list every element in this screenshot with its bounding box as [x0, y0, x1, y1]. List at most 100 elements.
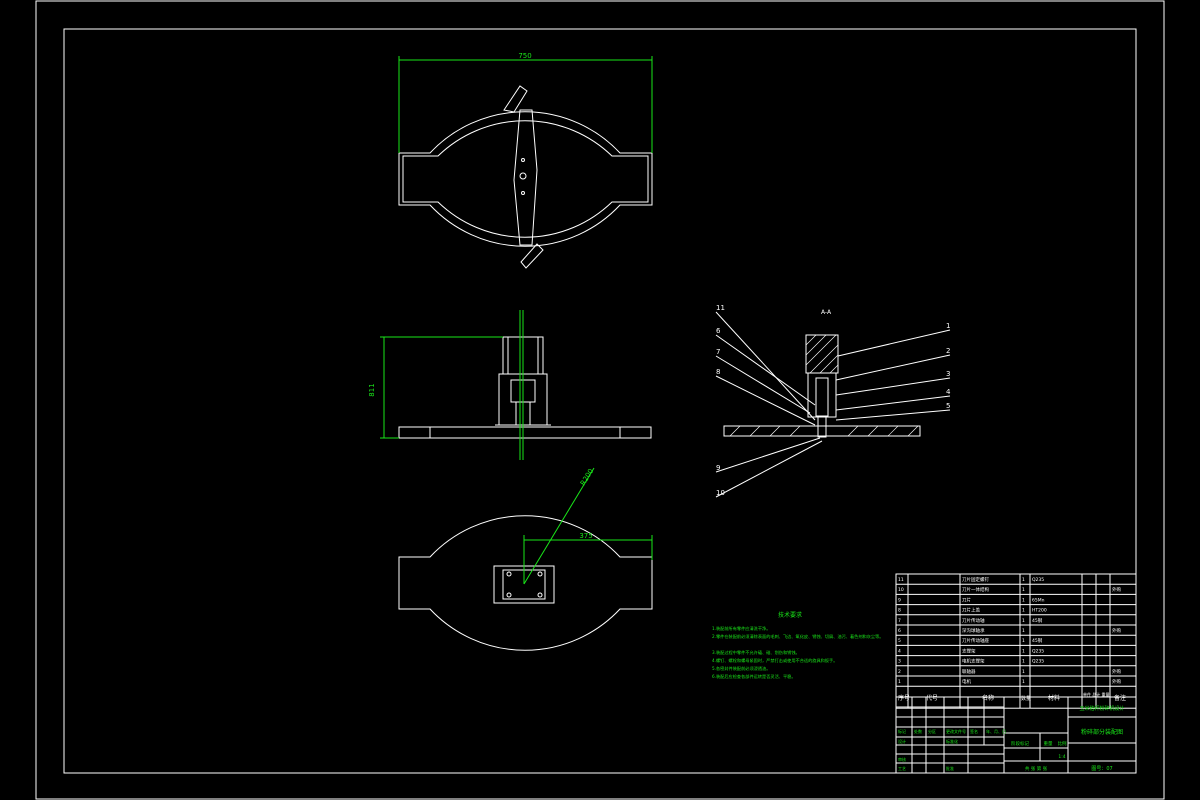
callout-4: 4 — [946, 388, 951, 396]
bottom-view: 375 R200 — [398, 467, 653, 651]
bom-note: 外购 — [1112, 586, 1121, 593]
scale-label: 比例 — [1058, 740, 1067, 747]
section-view: A-A — [715, 304, 951, 498]
bom-header-qty: 数量 — [1021, 695, 1031, 702]
bom-name: 电机支撑架 — [962, 658, 985, 665]
bom-header-no: 序号 — [898, 694, 910, 702]
bom-material: 65Mn — [1032, 597, 1045, 603]
bom-qty: 1 — [1022, 679, 1025, 685]
bom-qty: 1 — [1022, 618, 1025, 624]
tech-line: 2.零件在装配前必须清除表面的毛刺、飞边、氧化皮、锈蚀、切屑、油污、着色剂和灰尘… — [712, 633, 884, 640]
outer-frame — [35, 0, 1165, 800]
bom-no: 4 — [898, 648, 901, 654]
top-view: 750 — [398, 52, 653, 269]
bom-material: Q235 — [1032, 648, 1044, 654]
bom-name: 刀片 — [962, 596, 971, 603]
bom-header-name: 名称 — [982, 694, 994, 702]
bom-qty: 1 — [1022, 587, 1025, 593]
callout-11: 11 — [716, 304, 725, 312]
callout-10: 10 — [716, 489, 725, 497]
bom-qty: 1 — [1022, 669, 1025, 675]
bom-material: Q235 — [1032, 577, 1044, 583]
bom-no: 7 — [898, 618, 901, 624]
title-block: 玉米秸秆粉碎机设计 粉碎部分装配图 图号：07 阶段标记 重量 比例 1:4 共… — [895, 696, 1137, 774]
bom-name: 深沟球轴承 — [962, 627, 985, 634]
bom-material: 45钢 — [1032, 617, 1043, 624]
tech-line: 6.装配后应检查各部件运转是否灵活、平稳。 — [712, 673, 796, 680]
callout-2: 2 — [946, 347, 950, 355]
bottom-radius-dim: R200 — [579, 467, 595, 487]
bom-name: 刀片一体结构 — [962, 586, 989, 593]
tech-line: 1.装配前所有零件应清洗干净。 — [712, 625, 770, 632]
ymd-label: 年、月、日 — [986, 728, 1006, 734]
bom-name: 联轴器 — [962, 668, 976, 675]
bom-name: 刀片上盖 — [962, 607, 980, 614]
standard-label: 标准化 — [946, 738, 958, 744]
sheet-info: 共 张 第 张 — [1025, 765, 1048, 772]
bom-header-code: 代号 — [926, 694, 938, 702]
bom-qty: 1 — [1022, 628, 1025, 634]
callout-5: 5 — [946, 402, 950, 410]
stage-label: 阶段标记 — [1011, 740, 1029, 747]
bom-name: 支撑架 — [962, 647, 976, 654]
bom-name: 刀片传动轴 — [962, 617, 985, 624]
bom-no: 8 — [898, 608, 901, 614]
bom-no: 10 — [898, 587, 904, 593]
zone-label: 分区 — [928, 728, 936, 734]
callout-8: 8 — [716, 368, 720, 376]
bom-qty: 1 — [1022, 659, 1025, 665]
drawing-code: 图号：07 — [1091, 766, 1112, 772]
scale-value: 1:4 — [1058, 754, 1065, 760]
bom-no: 6 — [898, 628, 901, 634]
front-height-dim: 811 — [368, 383, 376, 396]
section-label: A-A — [821, 309, 832, 316]
project-title: 玉米秸秆粉碎机设计 — [1079, 705, 1124, 712]
approve-label: 批准 — [946, 765, 954, 771]
bom-no: 11 — [898, 577, 904, 583]
count-label: 处数 — [914, 728, 922, 734]
tech-line: 5.各密封件装配前必须浸透油。 — [712, 665, 770, 672]
bom-material: HT200 — [1032, 608, 1047, 614]
tech-line: 4.螺钉、螺栓和螺母紧固时，严禁打击或使用不合适的旋具和扳手。 — [712, 657, 837, 664]
bom-name: 刀片固定螺钉 — [962, 576, 989, 583]
callout-1: 1 — [946, 322, 950, 330]
change-label: 更改文件号 — [946, 728, 966, 734]
bom-header-note: 备注 — [1114, 694, 1126, 702]
process-label: 工艺 — [898, 766, 906, 771]
drawing-name: 粉碎部分装配图 — [1081, 728, 1123, 736]
bom-note: 外购 — [1112, 627, 1121, 634]
mark-label: 标记 — [898, 728, 906, 734]
bom-qty: 1 — [1022, 638, 1025, 644]
callout-6: 6 — [716, 327, 721, 335]
callout-9: 9 — [716, 464, 720, 472]
callout-3: 3 — [946, 370, 950, 378]
tech-line: 3.装配过程中零件不允许磕、碰、划伤和锈蚀。 — [712, 649, 800, 656]
bom-qty: 1 — [1022, 608, 1025, 614]
bom-no: 2 — [898, 669, 901, 675]
bom-qty: 1 — [1022, 597, 1025, 603]
bom-name: 刀片传动轴座 — [962, 637, 989, 644]
sign-label: 签名 — [970, 728, 978, 734]
bom-name: 电机 — [962, 678, 971, 685]
bom-note: 外购 — [1112, 668, 1121, 675]
bom-material: Q235 — [1032, 659, 1044, 665]
designer-label: 设计 — [898, 738, 906, 744]
bom-no: 1 — [898, 679, 901, 685]
bom-header-material: 材料 — [1048, 694, 1060, 702]
tech-requirements: 技术要求 1.装配前所有零件应清洗干净。 2.零件在装配前必须清除表面的毛刺、飞… — [712, 611, 884, 680]
tech-title: 技术要求 — [778, 611, 802, 619]
bom-no: 3 — [898, 659, 901, 665]
bottom-offset-dim: 375 — [579, 532, 592, 540]
bom-qty: 1 — [1022, 577, 1025, 583]
bom-qty: 1 — [1022, 648, 1025, 654]
top-width-dim: 750 — [518, 52, 531, 60]
front-view: 811 — [368, 310, 652, 460]
bom-material: 45钢 — [1032, 637, 1043, 644]
inner-frame — [63, 28, 1137, 774]
weight-label: 重量 — [1044, 740, 1053, 747]
bom-note: 外购 — [1112, 678, 1121, 685]
bom-no: 9 — [898, 597, 901, 603]
bom-header-weight: 单件 总计 重量 — [1083, 691, 1110, 697]
